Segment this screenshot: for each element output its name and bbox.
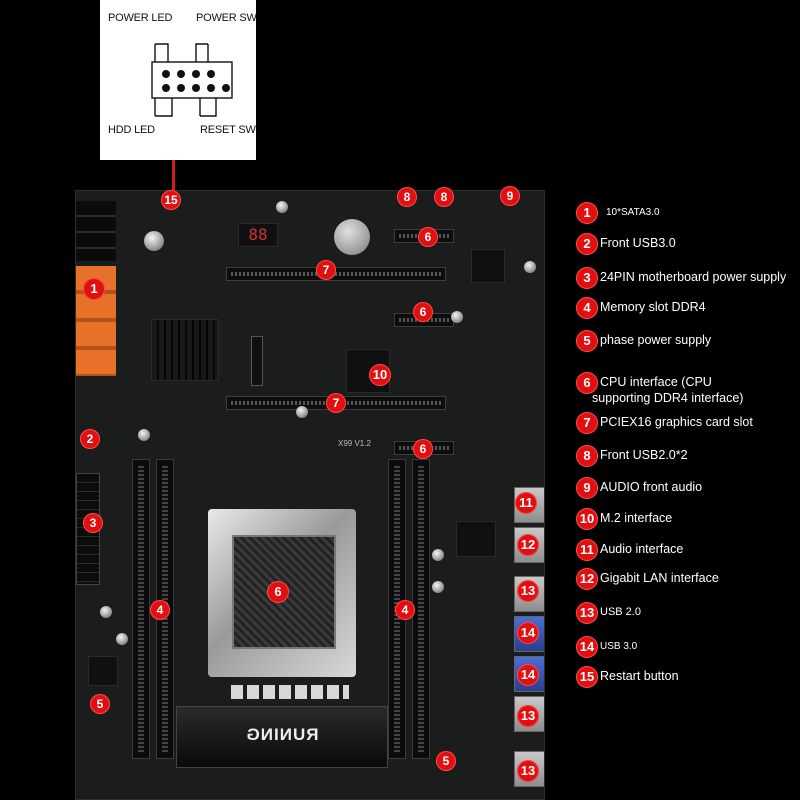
capacitor: [276, 201, 288, 213]
legend-text: Restart button: [600, 669, 679, 683]
dimm-slot-a1: [132, 459, 150, 759]
motherboard-image: 88 X99 V1.2 RUNING: [75, 190, 545, 800]
legend-badge: 14: [576, 636, 598, 658]
legend-badge: 13: [576, 602, 598, 624]
capacitor: [138, 429, 150, 441]
power-led-label: POWER LED: [108, 12, 173, 24]
cmos-battery: [334, 219, 370, 255]
legend-badge: 2: [576, 233, 598, 255]
capacitor: [116, 633, 128, 645]
callout-7b: 7: [326, 393, 346, 413]
legend-badge: 6: [576, 372, 598, 394]
legend-badge: 5: [576, 330, 598, 352]
callout-6b: 6: [413, 302, 433, 322]
pin-header-icon: [151, 43, 233, 117]
legend-text: CPU interface (CPU: [600, 375, 712, 389]
legend-text: Memory slot DDR4: [600, 300, 706, 314]
legend-text: USB 3.0: [600, 641, 638, 652]
legend-text: 10*SATA3.0: [606, 207, 660, 218]
superio-chip: [471, 249, 505, 283]
legend-text: phase power supply: [600, 333, 712, 347]
callout-5a: 5: [90, 694, 110, 714]
legend-badge: 8: [576, 445, 598, 467]
diagram-pointer-line: [172, 160, 175, 190]
legend-text: USB 2.0: [600, 606, 641, 618]
legend-badge: 9: [576, 477, 598, 499]
legend-badge: 3: [576, 267, 598, 289]
capacitor: [100, 606, 112, 618]
vrm-controller-chip: [88, 656, 118, 686]
legend-badge: 4: [576, 297, 598, 319]
callout-13c: 13: [517, 760, 539, 782]
sata-black-connectors: [76, 201, 116, 261]
capacitor: [296, 406, 308, 418]
legend-text: Audio interface: [600, 542, 684, 556]
callout-4b: 4: [395, 600, 415, 620]
lan-chip: [456, 521, 496, 557]
legend-badge: 12: [576, 568, 598, 590]
callout-10: 10: [369, 364, 391, 386]
callout-6a: 6: [418, 227, 438, 247]
capacitor: [451, 311, 463, 323]
legend-text: Gigabit LAN interface: [600, 571, 719, 585]
vrm-heatsink: RUNING: [176, 706, 388, 768]
legend-text: M.2 interface: [600, 511, 673, 525]
capacitor: [144, 231, 164, 251]
callout-14a: 14: [517, 622, 539, 644]
legend-text: 24PIN motherboard power supply: [600, 270, 787, 284]
callout-8a: 8: [397, 187, 417, 207]
capacitor: [524, 261, 536, 273]
callout-6c: 6: [413, 439, 433, 459]
callout-6d: 6: [267, 581, 289, 603]
callout-3: 3: [83, 513, 103, 533]
legend-badge: 1: [576, 202, 598, 224]
legend-text: PCIEX16 graphics card slot: [600, 415, 753, 429]
legend-badge: 10: [576, 508, 598, 530]
capacitor: [432, 549, 444, 561]
callout-1: 1: [83, 278, 105, 300]
legend-text: AUDIO front audio: [600, 480, 703, 494]
callout-12: 12: [517, 534, 539, 556]
callout-5b: 5: [436, 751, 456, 771]
board-model-silkscreen: X99 V1.2: [338, 439, 371, 448]
callout-13b: 13: [517, 705, 539, 727]
hdd-led-label: HDD LED: [108, 124, 155, 136]
legend-text: Front USB3.0: [600, 236, 676, 250]
chipset-heatsink: [151, 319, 219, 381]
power-sw-label: POWER SW: [196, 12, 257, 24]
callout-15: 15: [161, 190, 181, 210]
callout-13a: 13: [517, 580, 539, 602]
callout-2: 2: [80, 429, 100, 449]
debug-led-display: 88: [238, 223, 278, 247]
legend-badge: 15: [576, 666, 598, 688]
legend-badge: 7: [576, 412, 598, 434]
capacitor: [432, 581, 444, 593]
callout-4a: 4: [150, 600, 170, 620]
pcie-slot-1: [226, 267, 446, 281]
front-panel-pin-diagram: POWER LED POWER SW HDD LED RESET SW: [100, 0, 257, 160]
callout-11: 11: [515, 492, 537, 514]
m2-slot: [251, 336, 263, 386]
legend-text: Front USB2.0*2: [600, 448, 688, 462]
vrm-chokes: [231, 685, 349, 699]
brand-logo-text: RUNING: [245, 725, 319, 744]
callout-8b: 8: [434, 187, 454, 207]
legend-badge: 11: [576, 539, 598, 561]
legend-text-line2: supporting DDR4 interface): [592, 391, 744, 405]
callout-9: 9: [500, 186, 520, 206]
callout-14b: 14: [517, 664, 539, 686]
reset-sw-label: RESET SW: [200, 124, 256, 136]
callout-7a: 7: [316, 260, 336, 280]
